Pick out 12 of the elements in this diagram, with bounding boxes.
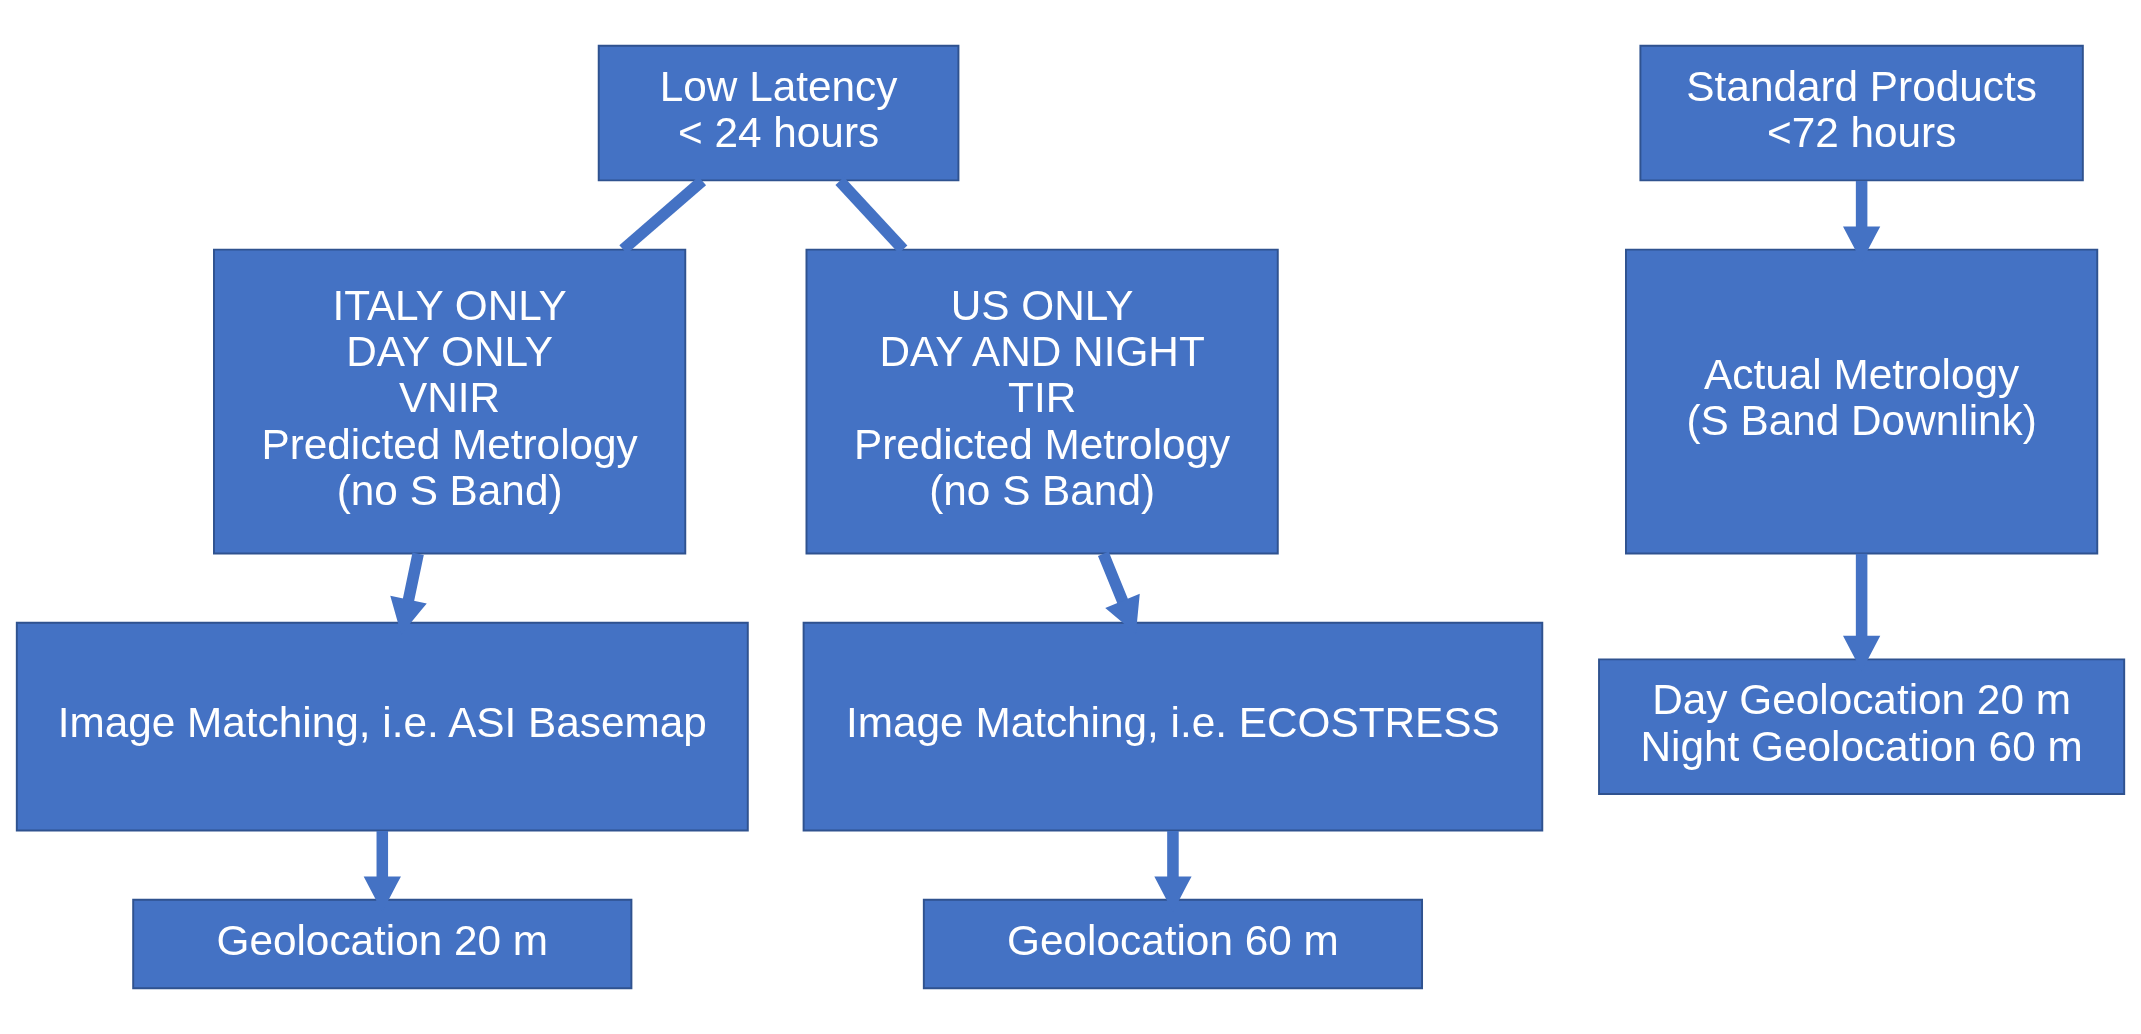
node-box: Geolocation 20 m	[132, 898, 633, 990]
node-box: ITALY ONLY DAY ONLY VNIR Predicted Metrology (no S Band)	[213, 248, 687, 555]
connector	[835, 177, 908, 254]
node-box: Image Matching, i.e. ECOSTRESS	[802, 621, 1544, 832]
node-box: Day Geolocation 20 m Night Geolocation 60 m	[1598, 658, 2126, 795]
connector	[619, 176, 707, 254]
node-box: Low Latency < 24 hours	[597, 44, 960, 182]
node-box: US ONLY DAY AND NIGHT TIR Predicted Metrology (no S Band)	[805, 248, 1279, 555]
node-box: Actual Metrology (S Band Downlink)	[1625, 248, 2099, 555]
node-box: Geolocation 60 m	[922, 898, 1423, 990]
node-box: Standard Products <72 hours	[1639, 44, 2084, 182]
node-box: Image Matching, i.e. ASI Basemap	[15, 621, 749, 832]
